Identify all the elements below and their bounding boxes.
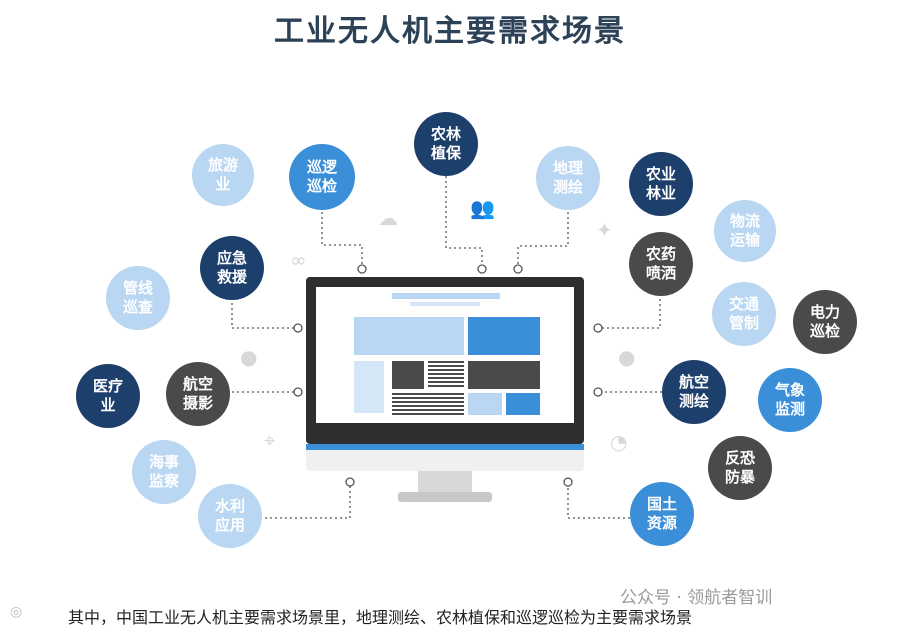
satellite-icon: ✦ bbox=[596, 218, 613, 242]
node-yingji-jiuyuan: 应急 救援 bbox=[200, 236, 264, 300]
monitor-chin bbox=[306, 444, 584, 471]
node-qixiang-jiance: 气象 监测 bbox=[758, 368, 822, 432]
watermark: 公众号 · 领航者智训 bbox=[620, 588, 773, 608]
node-nongyao-penxa: 农药 喷洒 bbox=[629, 232, 693, 296]
node-lvyou-ye: 旅游 业 bbox=[192, 144, 254, 206]
wifi-icon: ◔ bbox=[610, 430, 628, 454]
node-shuili-yingyong: 水利 应用 bbox=[198, 484, 262, 548]
monitor-screen bbox=[316, 287, 574, 423]
node-dili-cehui: 地理 测绘 bbox=[536, 146, 600, 210]
node-wuliu-yunshu: 物流 运输 bbox=[714, 200, 776, 262]
node-hangkong-sheying: 航空 摄影 bbox=[166, 362, 230, 426]
page-title: 工业无人机主要需求场景 bbox=[274, 14, 626, 49]
node-xunluo-xunjian: 巡逻 巡检 bbox=[289, 144, 355, 210]
node-yiliao-ye: 医疗 业 bbox=[76, 364, 140, 428]
node-nongye-linye: 农业 林业 bbox=[629, 152, 693, 216]
pin-icon: ● bbox=[618, 345, 636, 369]
people-icon: 👥 bbox=[470, 196, 495, 220]
link-icon: ∞ bbox=[290, 248, 307, 272]
node-jiaotong-guanzhi: 交通 管制 bbox=[712, 282, 776, 346]
cloud-icon: ☁ bbox=[378, 206, 398, 230]
node-haishi-jiancha: 海事 监察 bbox=[132, 440, 196, 504]
footer-caption: 其中，中国工业无人机主要需求场景里，地理测绘、农林植保和巡逻巡检为主要需求场景 bbox=[68, 608, 693, 627]
node-dianli-xunjian: 电力 巡检 bbox=[793, 290, 857, 354]
node-guanxian-xuncha: 管线 巡查 bbox=[106, 266, 170, 330]
monitor-neck bbox=[418, 471, 472, 493]
monitor-base bbox=[398, 492, 492, 502]
node-fankong-fangbao: 反恐 防暴 bbox=[708, 436, 772, 500]
node-guotu-ziyuan: 国土 资源 bbox=[630, 482, 694, 546]
node-hangkong-cehui: 航空 测绘 bbox=[662, 360, 726, 424]
footer-logo-icon: ◎ bbox=[10, 604, 23, 620]
node-nonglin-zhibao: 农林 植保 bbox=[414, 112, 478, 176]
thumb-icon: ● bbox=[240, 345, 258, 369]
location-icon: ⌖ bbox=[264, 428, 276, 452]
